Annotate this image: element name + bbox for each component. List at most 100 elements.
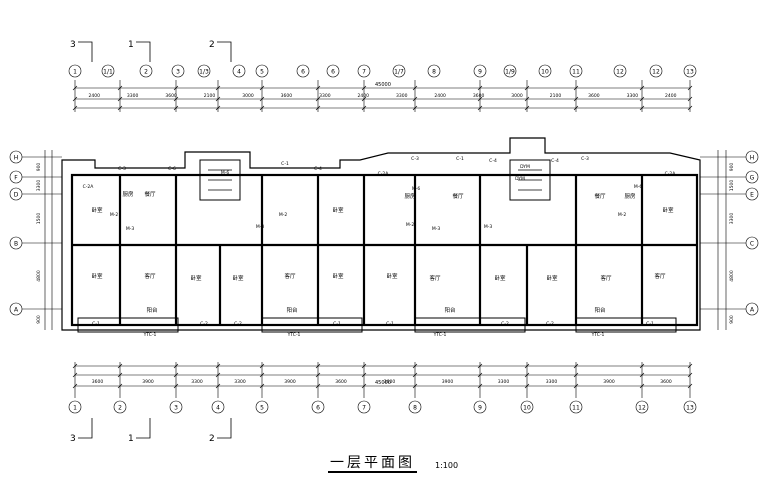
axis-bubble-top-label-10: 1/7 — [394, 69, 404, 76]
element-tag-4: C-4 — [314, 166, 322, 172]
axis-bubble-bottom-8 — [473, 400, 487, 414]
axis-bubble-bottom-label-2: 3 — [174, 405, 178, 412]
axis-bubble-top-label-0: 1 — [73, 69, 77, 76]
axis-bubble-top-13 — [503, 64, 517, 78]
section-marks — [78, 41, 232, 439]
section-label-bottom-1: 1 — [128, 434, 134, 444]
axis-bubble-top-3 — [171, 64, 185, 78]
row-bubble-right-label-3: C — [750, 241, 754, 248]
bottom-dim-label-10: 3900 — [603, 379, 615, 385]
axis-bubble-bottom-9 — [520, 400, 534, 414]
room-label-7: 客厅 — [284, 272, 296, 280]
axis-bubble-top-label-15: 11 — [572, 69, 580, 76]
axis-bubble-top-11 — [427, 64, 441, 78]
axis-bubble-bottom-5 — [311, 400, 325, 414]
room-label-20: 厨房 — [624, 192, 636, 200]
axis-bubble-top-label-5: 4 — [237, 69, 241, 76]
element-tag-32: M-6 — [412, 186, 421, 192]
axis-bubble-bottom-label-12: 13 — [686, 405, 694, 412]
bottom-dim-label-11: 3600 — [660, 379, 672, 385]
axis-bubble-top-1 — [101, 64, 115, 78]
drawing-title: 一层平面图 — [328, 455, 417, 473]
element-tag-19: M-2 — [618, 212, 627, 218]
left-dim-label-4: 900 — [36, 315, 42, 324]
room-label-19: 阳台 — [594, 306, 606, 314]
bottom-dim-label-1: 3900 — [142, 379, 154, 385]
element-tag-9: C-4 — [551, 158, 559, 164]
axis-bubble-bottom-label-4: 5 — [260, 405, 264, 412]
top-dim-label-7: 2400 — [358, 93, 370, 99]
row-bubble-left-label-3: B — [14, 241, 18, 248]
row-bubble-left-label-1: F — [14, 175, 18, 182]
axis-bubble-bottom-4 — [255, 400, 269, 414]
room-label-22: 卧室 — [662, 206, 674, 214]
element-tag-0: C-2A — [83, 184, 95, 190]
bottom-dim-label-4: 3900 — [284, 379, 296, 385]
axis-bubble-top-2 — [139, 64, 153, 78]
axis-bubble-top-label-7: 6 — [301, 69, 305, 76]
element-tag-24: C-1 — [92, 321, 100, 327]
section-label-bottom-2: 2 — [209, 434, 215, 444]
room-labels: 卧室厨房餐厅客厅阳台卧室卧室客厅卧室阳台卧室厨房餐厅卧室客厅卧室卧室客厅卧室阳台… — [91, 190, 674, 314]
right-dim-label-1: 1500 — [729, 180, 735, 192]
axis-bubble-top-label-12: 9 — [478, 69, 482, 76]
axis-bubble-top-label-13: 1/9 — [505, 69, 515, 76]
axis-bubble-top-label-11: 8 — [432, 69, 436, 76]
axis-bubble-top-4 — [197, 64, 211, 78]
bottom-dim-label-6: 3600 — [384, 379, 396, 385]
axis-bubble-top-label-18: 13 — [686, 69, 694, 76]
element-tag-8: C-1 — [456, 156, 464, 162]
element-tag-6: C-3 — [411, 156, 419, 162]
bottom-dim-label-9: 3300 — [546, 379, 558, 385]
element-tag-21: YTC-1 — [287, 332, 301, 338]
element-tag-30: C-2 — [546, 321, 554, 327]
axis-bubble-bottom-7 — [408, 400, 422, 414]
room-label-24: 阳台 — [444, 306, 456, 314]
axis-bubble-bottom-label-3: 4 — [216, 405, 220, 412]
room-label-5: 卧室 — [91, 272, 103, 280]
left-dim-label-1: 3300 — [36, 180, 42, 192]
element-tag-10: C-3 — [581, 156, 589, 162]
axis-bubble-top-8 — [326, 64, 340, 78]
room-label-14: 客厅 — [429, 274, 441, 282]
room-label-6: 卧室 — [190, 274, 202, 282]
row-bubble-left-label-0: H — [14, 155, 19, 162]
section-label-top-3: 3 — [70, 40, 76, 50]
axis-bubble-top-5 — [232, 64, 246, 78]
bottom-dim-label-5: 3600 — [335, 379, 347, 385]
axis-bubble-top-14 — [538, 64, 552, 78]
right-dim-label-3: 4800 — [729, 270, 735, 282]
row-bubble-right-label-1: G — [750, 175, 755, 182]
axis-bubble-top-12 — [473, 64, 487, 78]
axis-bubble-bottom-label-9: 10 — [523, 405, 531, 412]
top-dim-label-6: 3300 — [319, 93, 331, 99]
top-dim-label-3: 2100 — [204, 93, 216, 99]
row-bubble-left-label-4: A — [14, 307, 19, 314]
bottom-dim-label-0: 3600 — [92, 379, 104, 385]
element-tag-17: M-3 — [432, 226, 441, 232]
element-tag-16: M-2 — [406, 222, 415, 228]
axis-bubble-top-label-9: 7 — [362, 69, 366, 76]
axis-bubble-bottom-0 — [68, 400, 82, 414]
room-label-10: 卧室 — [332, 206, 344, 214]
room-label-15: 卧室 — [386, 272, 398, 280]
axis-bubble-bottom-label-8: 9 — [478, 405, 482, 412]
element-tag-22: YTC-1 — [433, 332, 447, 338]
top-dim-label-14: 3300 — [627, 93, 639, 99]
row-bubble-left-label-2: D — [14, 192, 19, 199]
room-label-1: 厨房 — [122, 190, 134, 198]
axis-bubble-top-label-17: 12 — [652, 69, 660, 76]
axis-bubble-bottom-label-5: 6 — [316, 405, 320, 412]
axis-bubble-top-16 — [613, 64, 627, 78]
element-tag-15: M-3 — [256, 224, 265, 230]
axis-grid-lines — [74, 80, 691, 398]
axis-bubble-bottom-label-10: 11 — [572, 405, 580, 412]
section-label-top-1: 1 — [128, 40, 134, 50]
room-label-17: 客厅 — [600, 274, 612, 282]
